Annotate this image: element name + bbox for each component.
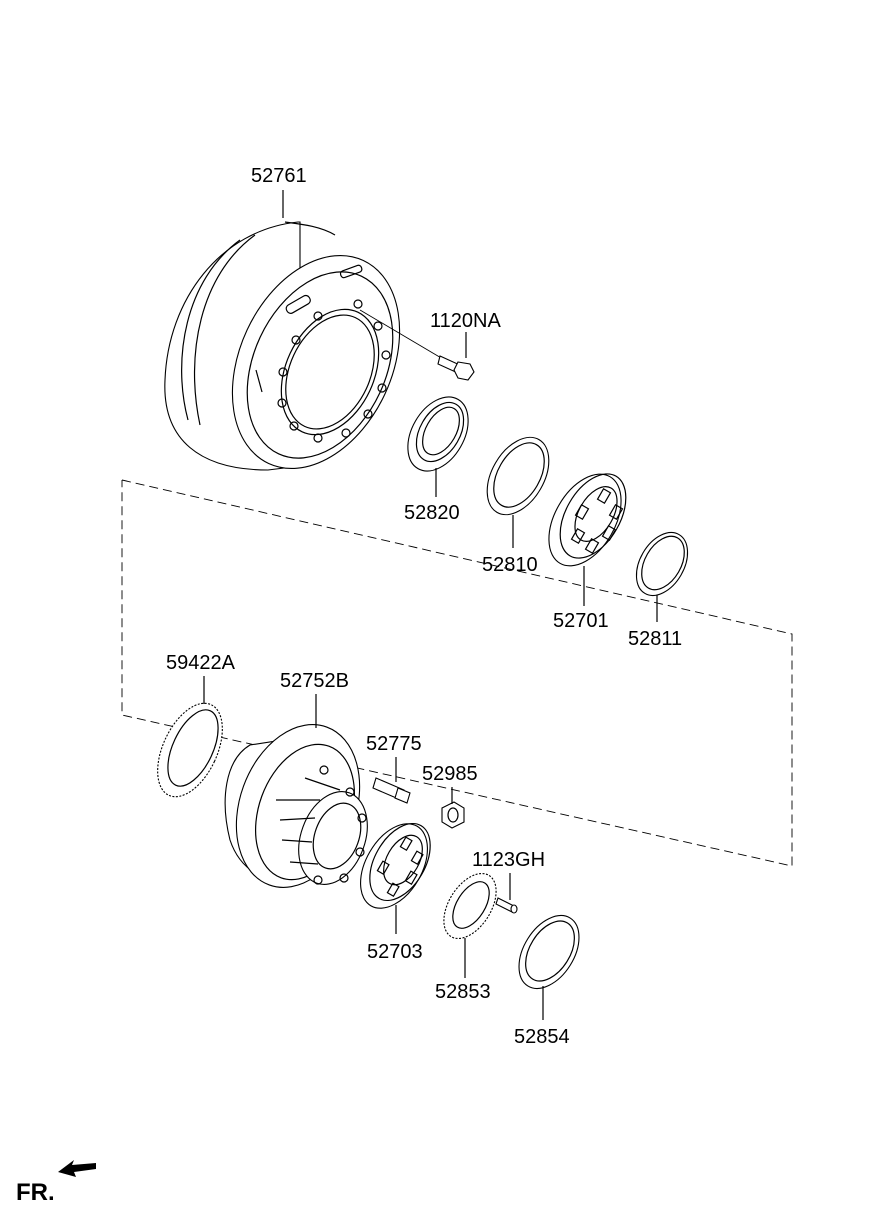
label-52810: 52810 [482,554,538,576]
bearing-52703[interactable] [347,812,443,920]
hub-52752b[interactable] [215,707,381,905]
lock-washer-52853[interactable] [433,864,507,947]
label-52701: 52701 [553,610,609,632]
ring-52810[interactable] [474,427,561,526]
ring-52854[interactable] [507,905,592,999]
bolt-1120na[interactable] [359,309,475,381]
front-label: FR. [16,1179,55,1206]
label-52761: 52761 [251,165,307,187]
assembly-boundary [121,479,793,867]
screw-1123gh[interactable] [495,897,518,914]
nut-52985[interactable] [441,801,465,829]
front-arrow-icon [58,1160,96,1177]
hub-splines [276,777,341,865]
ring-52811[interactable] [626,524,698,605]
label-52752b: 52752B [280,670,349,692]
label-59422a: 59422A [166,652,236,674]
label-52820: 52820 [404,502,460,524]
seal-52820[interactable] [395,386,480,481]
brake-drum-52761[interactable] [164,221,432,496]
label-1123gh: 1123GH [472,849,545,871]
bearing-52703-rollers [376,836,424,898]
leader-lines [203,190,658,1020]
hub-stud-holes [313,765,367,885]
bearing-52701-rollers [570,487,624,555]
label-52775: 52775 [366,733,422,755]
label-52854: 52854 [514,1026,570,1048]
label-52853: 52853 [435,981,491,1003]
label-52811: 52811 [628,628,682,650]
label-52703: 52703 [367,941,423,963]
tone-ring-59422a[interactable] [144,693,235,806]
bearing-52701[interactable] [534,462,639,579]
label-52985: 52985 [422,763,478,785]
drum-bolt-holes [277,299,391,443]
front-direction-indicator: FR. [16,1160,96,1206]
stud-52775[interactable] [372,777,411,804]
label-1120na: 1120NA [430,310,501,332]
